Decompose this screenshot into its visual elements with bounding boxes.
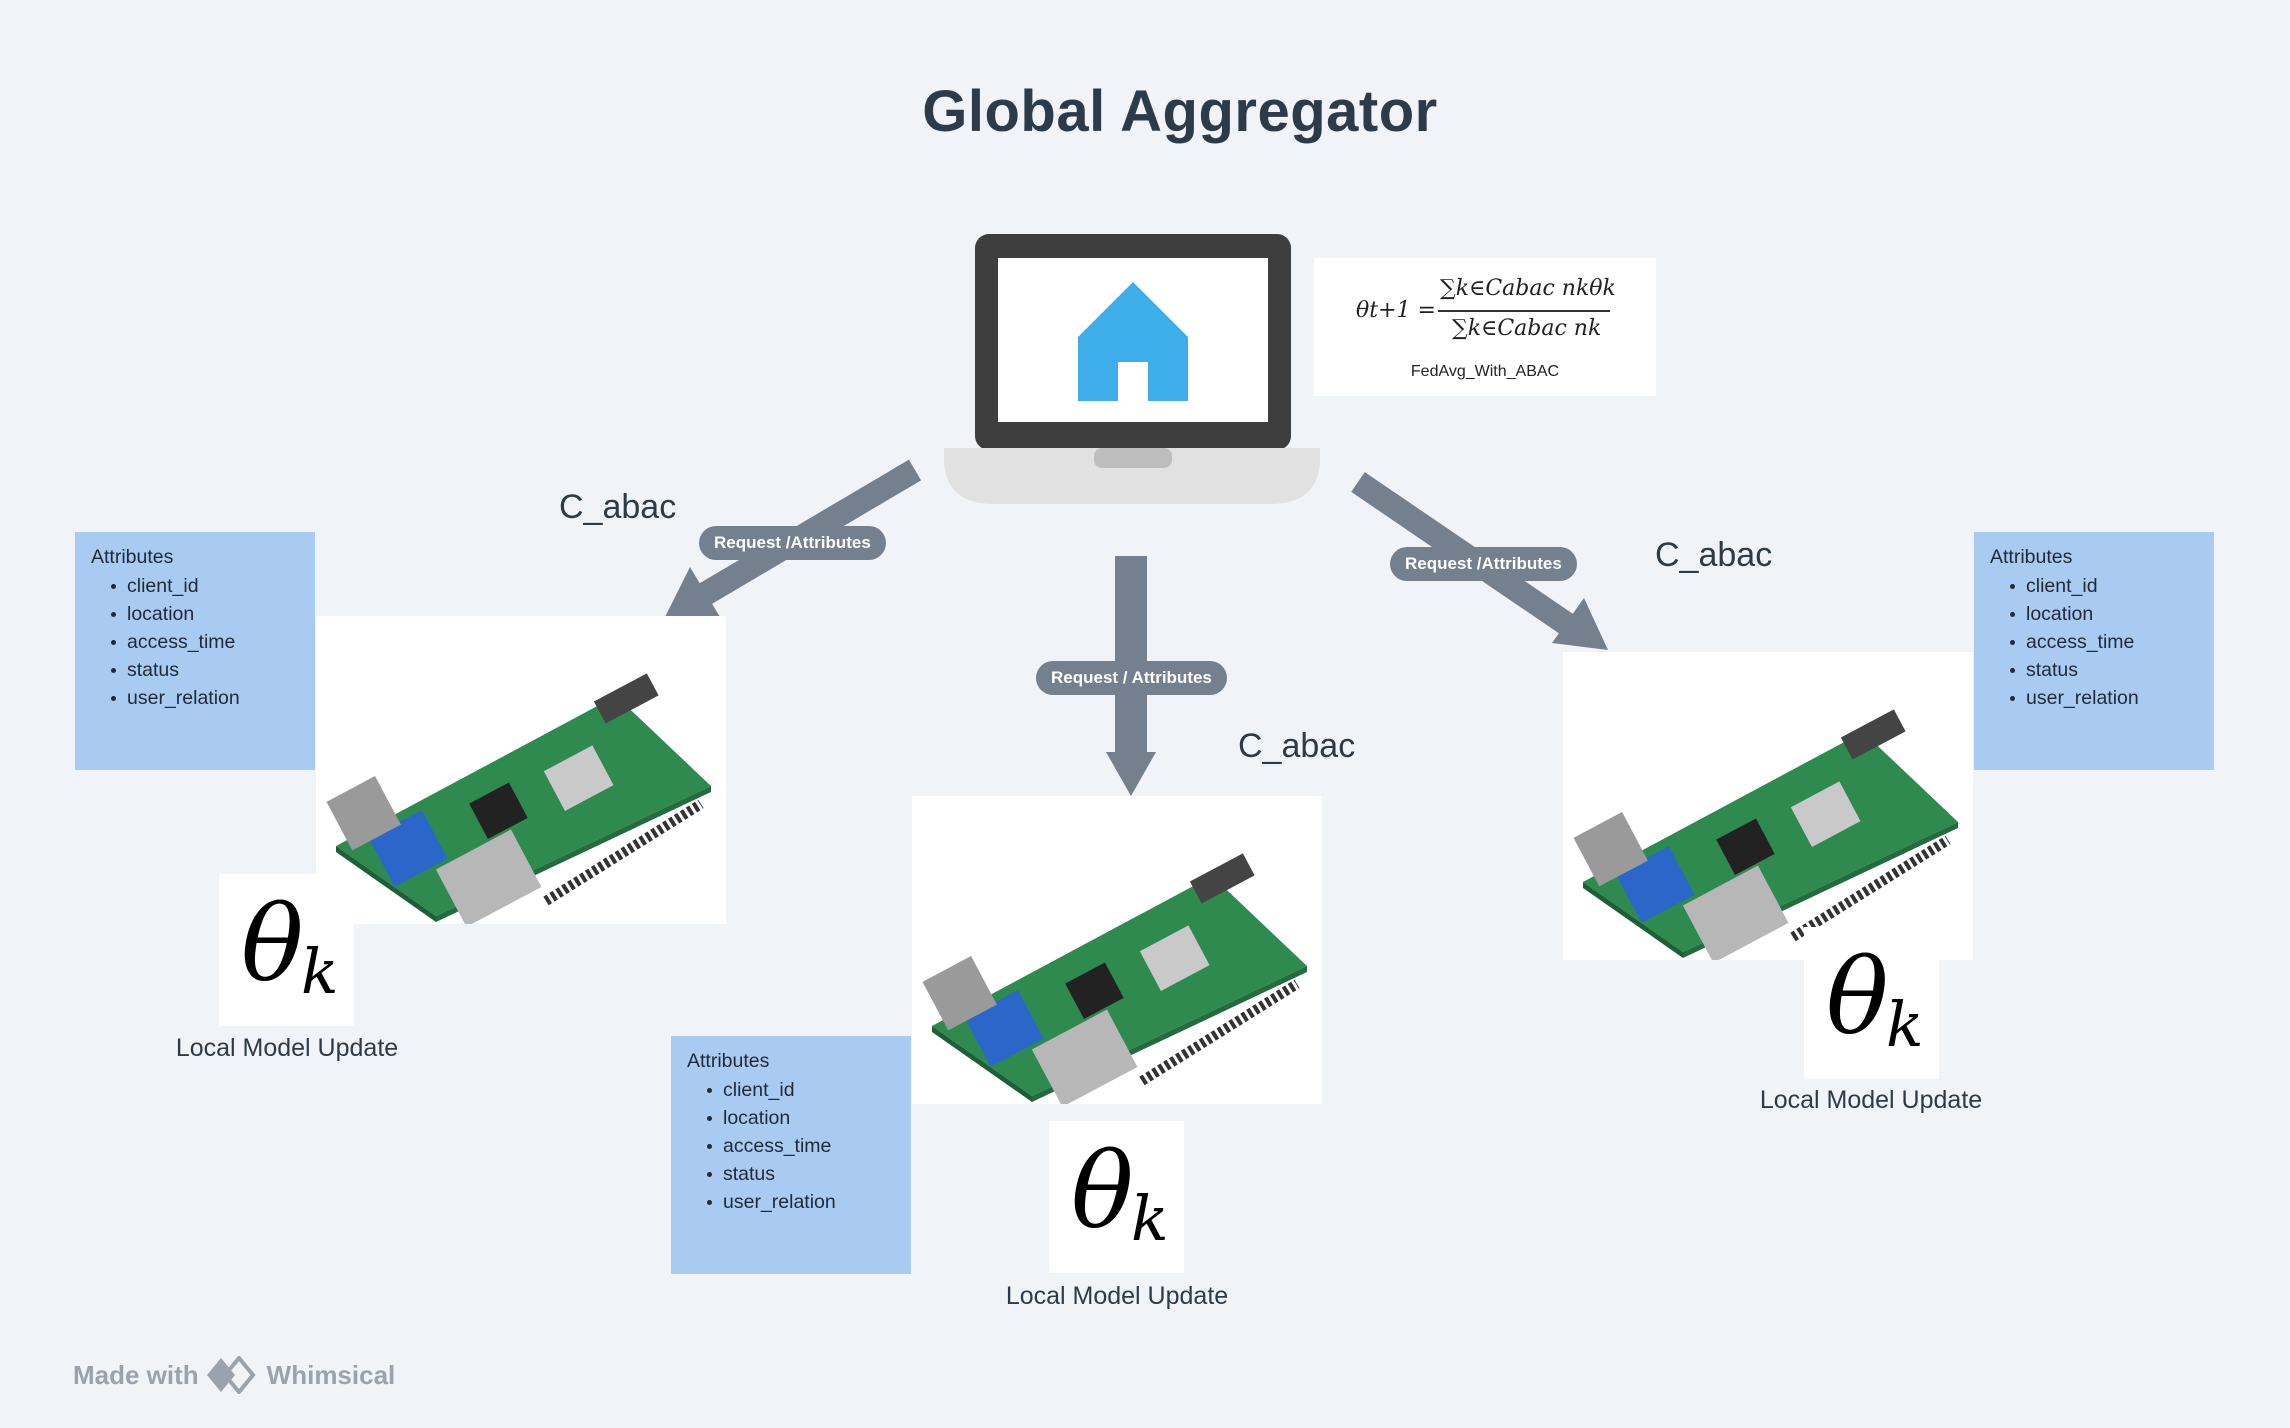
c-abac-label-right: C_abac bbox=[1655, 536, 1773, 574]
raspberry-pi-icon bbox=[326, 673, 711, 924]
raspberry-pi-board-left bbox=[316, 616, 726, 924]
made-with-text: Made with bbox=[73, 1359, 199, 1390]
theta-symbol: θ bbox=[1826, 936, 1889, 1058]
local-update-label-center: Local Model Update bbox=[1005, 1282, 1229, 1310]
whimsical-logo-icon bbox=[206, 1356, 256, 1394]
theta-symbol: θ bbox=[241, 883, 304, 1005]
whimsical-brand: Whimsical bbox=[266, 1359, 396, 1390]
attributes-heading: Attributes bbox=[687, 1050, 770, 1072]
theta-k-card-right: θ k bbox=[1804, 927, 1939, 1079]
attributes-box-right: Attributes client_id location access_tim… bbox=[1974, 532, 2214, 770]
whimsical-footer[interactable]: Made with Whimsical bbox=[73, 1356, 395, 1394]
attributes-box-left: Attributes client_id location access_tim… bbox=[75, 532, 315, 770]
attribute-item: client_id bbox=[111, 572, 299, 600]
raspberry-pi-icon bbox=[1573, 709, 1958, 960]
attribute-item: client_id bbox=[707, 1076, 895, 1104]
formula-denominator: ∑k∈Cabac nk bbox=[1452, 316, 1602, 341]
attribute-item: status bbox=[707, 1160, 895, 1188]
attributes-box-center: Attributes client_id location access_tim… bbox=[671, 1036, 911, 1274]
attributes-heading: Attributes bbox=[1990, 546, 2073, 568]
attribute-item: client_id bbox=[2010, 572, 2198, 600]
fedavg-formula-card: θt+1 = ∑k∈Cabac nkθk ∑k∈Cabac nk FedAvg_… bbox=[1314, 258, 1656, 396]
attribute-item: status bbox=[2010, 656, 2198, 684]
attribute-item: location bbox=[2010, 600, 2198, 628]
attribute-item: user_relation bbox=[2010, 684, 2198, 712]
c-abac-label-left: C_abac bbox=[559, 488, 677, 526]
attribute-item: user_relation bbox=[111, 684, 299, 712]
local-update-label-right: Local Model Update bbox=[1759, 1086, 1983, 1114]
theta-subscript: k bbox=[1131, 1182, 1169, 1255]
laptop-icon bbox=[944, 234, 1320, 504]
arrow-center bbox=[1106, 556, 1156, 796]
formula-lhs: θt+1 = bbox=[1356, 298, 1436, 323]
attributes-heading: Attributes bbox=[91, 546, 174, 568]
c-abac-label-center: C_abac bbox=[1238, 727, 1356, 765]
attribute-item: access_time bbox=[707, 1132, 895, 1160]
attribute-item: access_time bbox=[111, 628, 299, 656]
local-update-label-left: Local Model Update bbox=[175, 1034, 399, 1062]
diagram-title: Global Aggregator bbox=[922, 79, 1438, 144]
attribute-item: access_time bbox=[2010, 628, 2198, 656]
raspberry-pi-icon bbox=[922, 853, 1307, 1104]
home-icon bbox=[1078, 282, 1188, 401]
edge-label-center: Request / Attributes bbox=[1036, 661, 1227, 695]
theta-subscript: k bbox=[301, 935, 339, 1008]
attribute-item: location bbox=[111, 600, 299, 628]
attribute-item: status bbox=[111, 656, 299, 684]
theta-symbol: θ bbox=[1071, 1130, 1134, 1252]
attribute-item: user_relation bbox=[707, 1188, 895, 1216]
theta-k-card-left: θ k bbox=[219, 874, 354, 1026]
theta-subscript: k bbox=[1886, 988, 1924, 1061]
edge-label-right: Request /Attributes bbox=[1390, 547, 1577, 581]
attribute-item: location bbox=[707, 1104, 895, 1132]
raspberry-pi-board-center bbox=[912, 796, 1322, 1104]
formula-numerator: ∑k∈Cabac nkθk bbox=[1440, 276, 1616, 301]
raspberry-pi-board-right bbox=[1563, 652, 1973, 960]
formula-name: FedAvg_With_ABAC bbox=[1410, 363, 1560, 380]
formula-fraction-bar bbox=[1438, 310, 1610, 312]
theta-k-card-center: θ k bbox=[1049, 1121, 1184, 1273]
edge-label-left: Request /Attributes bbox=[699, 526, 886, 560]
